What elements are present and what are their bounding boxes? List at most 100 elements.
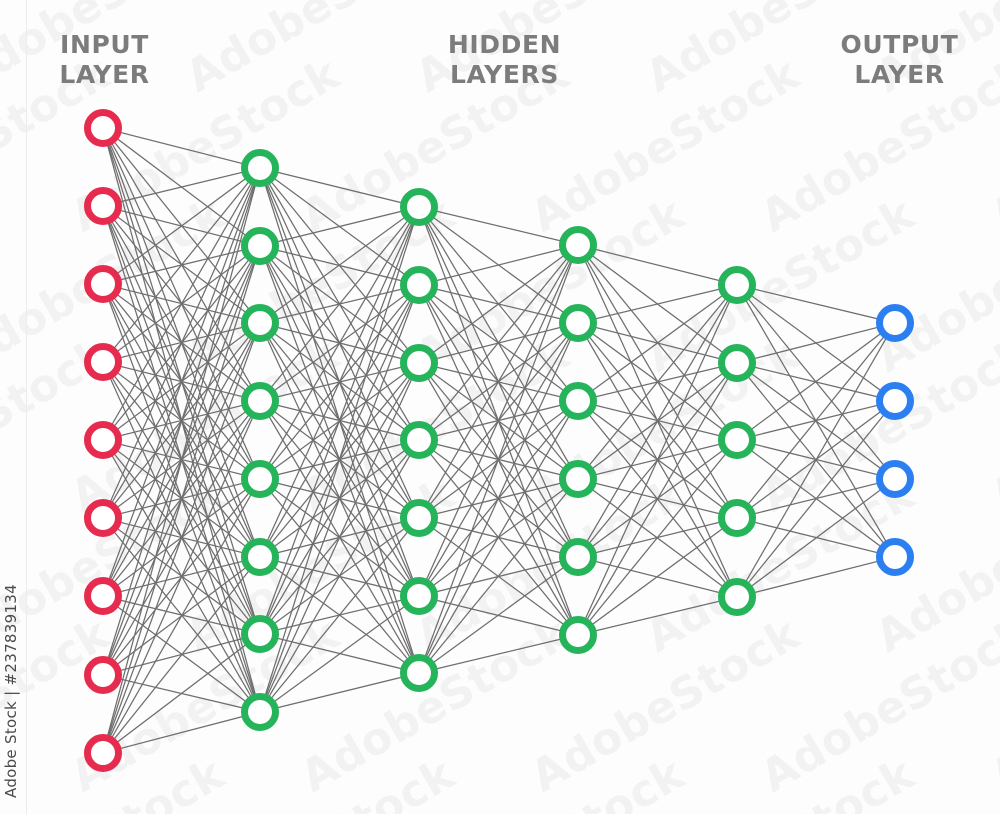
connection-edge — [259, 206, 420, 558]
credit-sidebar: Adobe Stock | #237839134 — [0, 0, 27, 814]
connection-edge — [418, 634, 579, 674]
node-hidden-4-2[interactable] — [718, 344, 756, 382]
node-output-3[interactable] — [876, 460, 914, 498]
node-output-2[interactable] — [876, 382, 914, 420]
connection-edge — [418, 244, 579, 286]
node-hidden-1-2[interactable] — [241, 227, 279, 265]
connection-edge — [102, 556, 261, 754]
connection-edge — [259, 672, 420, 713]
node-hidden-3-1[interactable] — [559, 226, 597, 264]
connection-edge — [102, 167, 261, 597]
node-hidden-1-6[interactable] — [241, 538, 279, 576]
node-hidden-1-5[interactable] — [241, 460, 279, 498]
connection-edge — [577, 244, 738, 286]
connection-edge — [102, 167, 261, 207]
node-input-9[interactable] — [84, 734, 122, 772]
node-hidden-2-1[interactable] — [400, 188, 438, 226]
node-hidden-3-6[interactable] — [559, 616, 597, 654]
connection-edge — [259, 362, 420, 713]
connection-edge — [577, 362, 738, 636]
connection-edge — [736, 478, 896, 598]
connection-edge — [259, 206, 420, 480]
connection-edge — [259, 284, 420, 713]
connection-edge — [259, 517, 420, 713]
connection-edge — [259, 167, 420, 208]
node-hidden-2-6[interactable] — [400, 577, 438, 615]
node-hidden-4-4[interactable] — [718, 499, 756, 537]
input-layer-label: INPUT LAYER — [59, 30, 150, 89]
node-input-5[interactable] — [84, 421, 122, 459]
node-hidden-1-1[interactable] — [241, 149, 279, 187]
node-group — [84, 109, 914, 772]
node-hidden-1-3[interactable] — [241, 304, 279, 342]
node-hidden-4-1[interactable] — [718, 266, 756, 304]
connection-edge — [259, 206, 420, 402]
connection-edge — [577, 439, 738, 636]
node-hidden-3-2[interactable] — [559, 304, 597, 342]
node-hidden-3-4[interactable] — [559, 460, 597, 498]
connection-edge — [259, 206, 420, 324]
node-input-2[interactable] — [84, 187, 122, 225]
node-input-7[interactable] — [84, 577, 122, 615]
connection-edge — [736, 322, 896, 441]
connection-edge — [418, 244, 579, 519]
connection-edge — [736, 322, 896, 519]
connection-edge — [418, 244, 579, 364]
connection-edge — [577, 284, 738, 636]
connection-edge — [102, 245, 261, 754]
node-hidden-3-5[interactable] — [559, 538, 597, 576]
node-input-3[interactable] — [84, 265, 122, 303]
connection-edge — [736, 556, 896, 598]
connection-edge — [577, 517, 738, 636]
connection-edge — [577, 596, 738, 636]
node-input-4[interactable] — [84, 343, 122, 381]
connection-edge — [418, 244, 579, 441]
connection-edge — [102, 127, 261, 169]
connection-edge — [418, 244, 579, 674]
node-hidden-2-4[interactable] — [400, 421, 438, 459]
node-hidden-1-4[interactable] — [241, 382, 279, 420]
connection-edge — [736, 322, 896, 364]
connection-edge — [259, 439, 420, 713]
node-hidden-1-8[interactable] — [241, 693, 279, 731]
node-hidden-4-3[interactable] — [718, 421, 756, 459]
connection-edge — [259, 206, 420, 247]
connection-edge — [102, 711, 261, 754]
connection-edge — [102, 633, 261, 754]
connection-edge — [102, 400, 261, 754]
node-output-1[interactable] — [876, 304, 914, 342]
connection-edge — [102, 478, 261, 754]
node-hidden-2-3[interactable] — [400, 344, 438, 382]
connection-edge — [102, 167, 261, 441]
connection-edge — [577, 284, 738, 558]
connection-edge — [418, 244, 579, 597]
connection-edge — [102, 322, 261, 754]
connection-edge — [102, 167, 261, 285]
node-output-4[interactable] — [876, 538, 914, 576]
connection-edge — [577, 284, 738, 480]
connection-edge — [577, 284, 738, 402]
connection-edge — [736, 322, 896, 598]
node-input-6[interactable] — [84, 499, 122, 537]
connection-edge — [102, 167, 261, 676]
node-hidden-1-7[interactable] — [241, 615, 279, 653]
node-input-1[interactable] — [84, 109, 122, 147]
node-input-8[interactable] — [84, 656, 122, 694]
connection-edge — [418, 478, 579, 674]
node-hidden-2-5[interactable] — [400, 499, 438, 537]
connection-edge — [259, 206, 420, 635]
connection-edge — [418, 556, 579, 674]
connection-edge — [259, 206, 420, 713]
node-hidden-2-7[interactable] — [400, 654, 438, 692]
connection-edge — [259, 595, 420, 713]
node-hidden-4-5[interactable] — [718, 578, 756, 616]
node-hidden-2-2[interactable] — [400, 266, 438, 304]
connection-edge — [102, 167, 261, 519]
connection-edge — [418, 322, 579, 674]
node-hidden-3-3[interactable] — [559, 382, 597, 420]
hidden-layers-label: HIDDEN LAYERS — [447, 30, 562, 89]
adobe-stock-credit: Adobe Stock | #237839134 — [2, 584, 20, 798]
edge-group — [102, 127, 896, 754]
